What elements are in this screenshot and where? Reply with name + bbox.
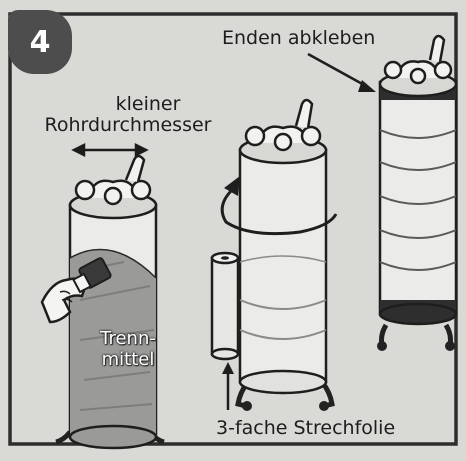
release-agent-line2: mittel — [86, 349, 170, 370]
foil-pointer-arrow — [222, 362, 234, 410]
step-badge: 4 — [8, 10, 72, 74]
diameter-label: kleiner Rohrdurchmesser — [78, 94, 218, 137]
stretch-foil-roll — [212, 253, 238, 359]
diameter-arrow — [74, 145, 146, 155]
tube-taped — [377, 36, 456, 351]
tube-wrapping — [238, 100, 332, 411]
diameter-label-line1: kleiner — [78, 94, 218, 115]
stretch-foil-label: 3-fache Strechfolie — [216, 418, 395, 439]
tape-ends-label: Enden abkleben — [222, 28, 375, 49]
diameter-label-line2: Rohrdurchmesser — [38, 115, 218, 136]
release-agent-line1: Trenn- — [86, 328, 170, 349]
tape-pointer-arrow — [308, 54, 376, 92]
release-agent-label: Trenn- mittel — [86, 328, 170, 370]
tube-release-agent — [56, 156, 164, 448]
